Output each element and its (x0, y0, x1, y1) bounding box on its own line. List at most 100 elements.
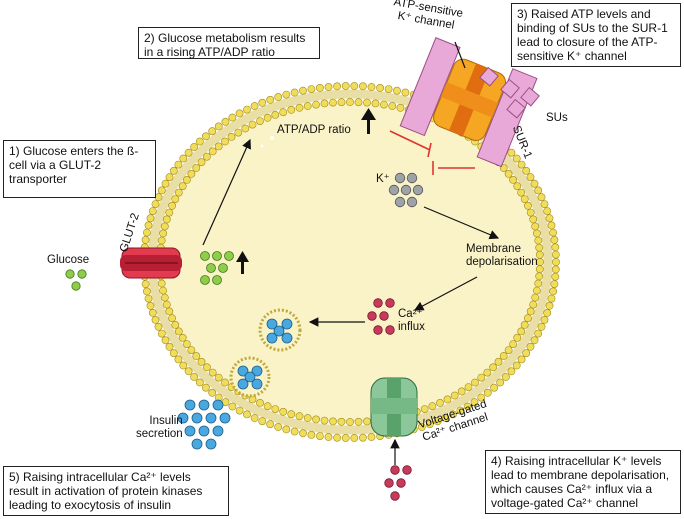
lipid-head (287, 105, 296, 114)
pathway-arrows (202, 41, 500, 465)
lipid-head (161, 179, 170, 188)
glucose-molecule (71, 281, 81, 291)
insulin-molecule (191, 438, 203, 450)
lipid-head (337, 417, 346, 426)
lipid-head (144, 294, 153, 303)
lipid-head (208, 147, 217, 156)
lipid-head (551, 250, 560, 259)
insulin-molecule (184, 399, 196, 411)
lipid-head (512, 154, 521, 163)
lipid-head (526, 307, 535, 316)
lipid-head (501, 373, 510, 381)
lipid-head (522, 166, 531, 175)
lipid-head (441, 414, 450, 422)
lipid-head (433, 417, 442, 426)
lipid-head (144, 221, 153, 230)
lipid-head (197, 357, 206, 366)
lipid-head (187, 346, 196, 354)
lipid-head (350, 82, 359, 90)
lipid-head (228, 402, 237, 411)
lipid-head (393, 86, 401, 95)
lipid-head (376, 84, 384, 92)
lipid-head (551, 265, 560, 274)
cell-membrane (140, 82, 560, 442)
lipid-head (388, 102, 397, 110)
lipid-head (221, 117, 230, 126)
glut2-transporter (120, 247, 182, 279)
calcium-ion (367, 311, 377, 321)
insulin-molecule (198, 425, 210, 437)
lipid-head (545, 214, 554, 223)
lipid-head (142, 228, 151, 237)
lipid-head (346, 98, 354, 106)
calcium-ion (396, 478, 406, 488)
potassium-ion (400, 184, 412, 196)
lipid-head (214, 142, 223, 151)
lipid-head (168, 314, 176, 323)
vg-ca-channel (370, 377, 418, 437)
lipid-head (160, 222, 169, 231)
lipid-head (271, 405, 280, 413)
lipid-head (457, 387, 466, 396)
lipid-head (157, 236, 166, 245)
lipid-head (256, 117, 264, 125)
step-3-box: 3) Raised ATP levels and binding of SUs … (511, 3, 681, 67)
arrow-box3 (454, 41, 466, 69)
glucose-molecule (65, 269, 75, 279)
lipid-head (250, 102, 259, 110)
lipid-head (531, 222, 540, 231)
lipid-head (248, 120, 257, 129)
sus-label: SUs (546, 112, 568, 124)
lipid-head (160, 293, 169, 302)
ca-influx-label: Ca²⁺ influx (398, 308, 425, 333)
lipid-head (192, 352, 201, 360)
lipid-head (513, 182, 522, 191)
calcium-ion (385, 298, 395, 308)
calcium-ion (390, 465, 400, 475)
lipid-head (295, 103, 304, 112)
potassium-ion (406, 172, 418, 184)
lipid-head (187, 169, 196, 178)
lipid-head (529, 300, 538, 309)
lipid-head (290, 427, 299, 436)
lipid-head (279, 407, 288, 416)
lipid-head (202, 363, 211, 372)
lipid-head (547, 294, 556, 303)
lipid-head (165, 208, 174, 217)
insulin-molecule (251, 365, 263, 377)
glucose-molecule (77, 269, 87, 279)
lipid-head (499, 352, 508, 360)
lipid-head (367, 433, 376, 441)
lipid-head (256, 398, 264, 407)
potassium-ion (388, 184, 400, 196)
lipid-head (350, 434, 359, 442)
lipid-head (178, 182, 187, 191)
lipid-head (271, 111, 280, 119)
lipid-head (384, 85, 393, 93)
arrow-glut-to-metab (202, 138, 251, 246)
lipid-head (161, 336, 170, 345)
lipid-head (165, 173, 174, 182)
lipid-head (354, 417, 363, 426)
lipid-head (234, 128, 243, 137)
lipid-head (146, 301, 155, 310)
lipid-head (529, 215, 538, 224)
lipid-head (182, 175, 191, 184)
lipid-head (543, 308, 552, 317)
lipid-head (162, 215, 171, 224)
lipid-head (290, 88, 299, 97)
lipid-head (530, 179, 539, 188)
increase-arrows (236, 108, 376, 274)
lipid-head (307, 85, 316, 93)
lipid-head (243, 410, 251, 419)
lipid-head (517, 188, 526, 197)
lipid-head (549, 287, 557, 296)
lipid-head (509, 340, 517, 348)
lipid-head (184, 367, 193, 376)
lipid-head (333, 82, 341, 91)
lipid-head (520, 195, 529, 203)
lipid-head (545, 301, 554, 310)
insulin-molecule (191, 412, 203, 424)
lipid-head (504, 169, 513, 178)
lipid-head (174, 327, 183, 336)
